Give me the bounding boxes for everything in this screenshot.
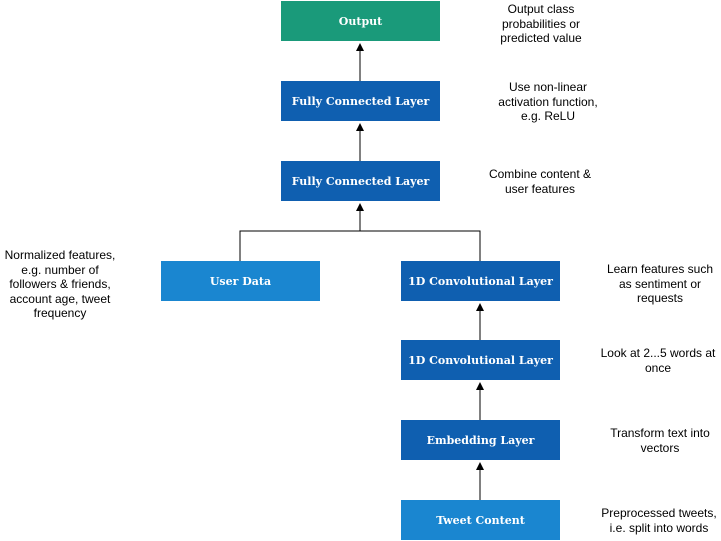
user-data-note: Normalized features, e.g. number of foll…: [4, 248, 116, 320]
fully-connected-top-note: Use non-linear activation function, e.g.…: [498, 80, 598, 123]
output-note: Output class probabilities or predicted …: [500, 2, 582, 45]
output-node: Output: [281, 1, 440, 41]
conv-layer-top-label: 1D Convolutional Layer: [408, 274, 553, 288]
conv-layer-top-node: 1D Convolutional Layer: [401, 261, 560, 301]
embedding-layer-label: Embedding Layer: [426, 433, 535, 447]
user-data-label: User Data: [209, 274, 272, 288]
fully-connected-layer-top-label: Fully Connected Layer: [291, 94, 430, 108]
user-data-node: User Data: [161, 261, 320, 301]
connector-conv-to-junction: [360, 230, 481, 261]
embedding-layer-note: Transform text into vectors: [610, 426, 710, 455]
fully-connected-mid-note: Combine content & user features: [488, 167, 592, 196]
tweet-content-label: Tweet Content: [436, 513, 525, 527]
fully-connected-layer-mid-label: Fully Connected Layer: [291, 174, 430, 188]
conv-layer-top-note: Learn features such as sentiment or requ…: [606, 262, 714, 305]
conv-layer-bottom-note: Look at 2...5 words at once: [600, 346, 716, 375]
output-node-label: Output: [338, 14, 383, 28]
conv-layer-bottom-label: 1D Convolutional Layer: [408, 353, 553, 367]
connector-user-data-to-junction: [239, 230, 360, 261]
embedding-layer-node: Embedding Layer: [401, 420, 560, 460]
conv-layer-bottom-node: 1D Convolutional Layer: [401, 340, 560, 380]
fully-connected-layer-mid-node: Fully Connected Layer: [281, 161, 440, 201]
tweet-content-node: Tweet Content: [401, 500, 560, 540]
tweet-content-note: Preprocessed tweets, i.e. split into wor…: [601, 506, 717, 535]
fully-connected-layer-top-node: Fully Connected Layer: [281, 81, 440, 121]
